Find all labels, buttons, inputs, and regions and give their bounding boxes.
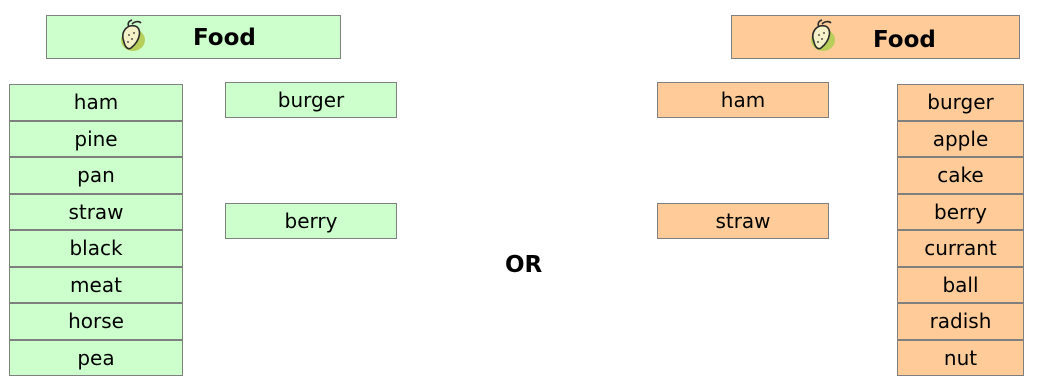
strawberry-icon — [117, 18, 147, 52]
right-column-word: burger — [897, 84, 1024, 121]
right-header-title: Food — [873, 27, 936, 53]
left-column-word: pine — [9, 121, 183, 158]
left-column-word: ham — [9, 84, 183, 121]
left-column-word: meat — [9, 267, 183, 304]
right-column-word: cake — [897, 157, 1024, 194]
left-column-word: horse — [9, 303, 183, 340]
left-food-header: Food — [46, 15, 341, 59]
right-column-word: apple — [897, 121, 1024, 158]
left-column-word: black — [9, 230, 183, 267]
right-word-box: straw — [657, 203, 829, 239]
left-column-word: pea — [9, 340, 183, 376]
right-column-word: radish — [897, 303, 1024, 340]
right-column-word: berry — [897, 194, 1024, 231]
right-column-word: nut — [897, 340, 1024, 376]
strawberry-icon — [807, 18, 837, 52]
right-word-box: ham — [657, 82, 829, 118]
or-label: OR — [505, 252, 542, 278]
right-column-word: ball — [897, 267, 1024, 304]
left-word-box: burger — [225, 82, 397, 118]
right-word-column: burger apple cake berry currant ball rad… — [897, 84, 1024, 376]
right-food-header: Food — [731, 15, 1020, 59]
left-column-word: pan — [9, 157, 183, 194]
right-column-word: currant — [897, 230, 1024, 267]
left-column-word: straw — [9, 194, 183, 231]
left-word-box: berry — [225, 203, 397, 239]
left-header-title: Food — [193, 25, 256, 51]
left-word-column: ham pine pan straw black meat horse pea — [9, 84, 183, 376]
